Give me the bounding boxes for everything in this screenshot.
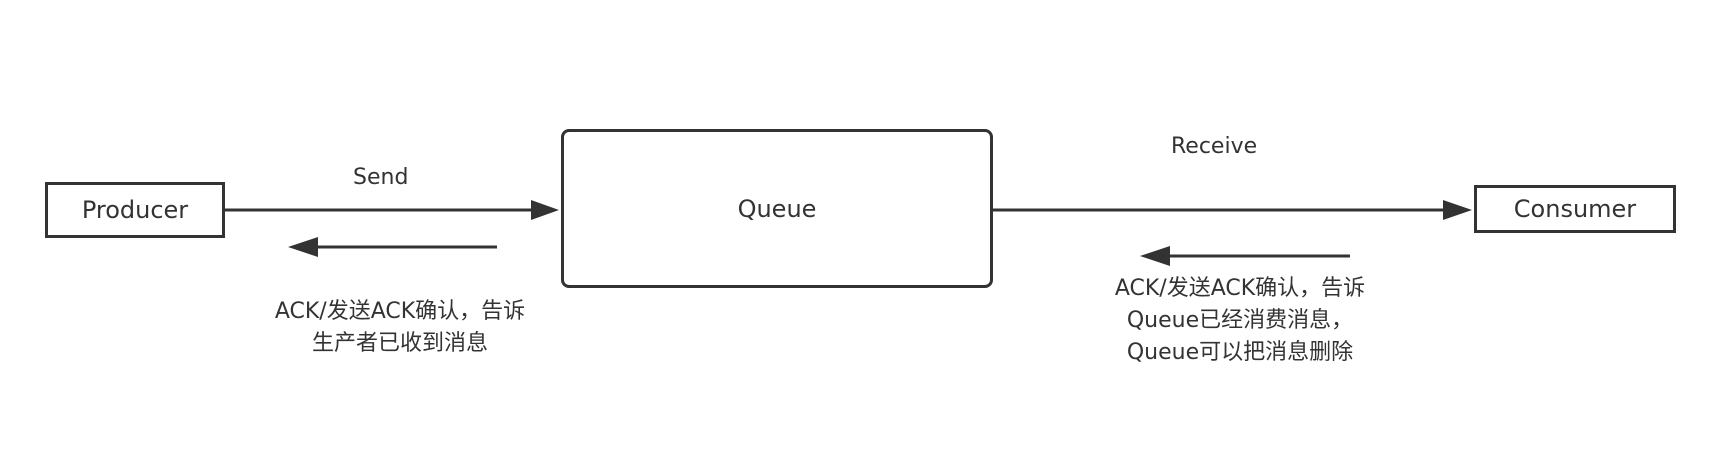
consumer-ack-line: ACK/发送ACK确认，告诉: [1114, 276, 1366, 301]
producer-label: Producer: [81, 196, 189, 224]
consumer-ack-arrowhead: [1140, 246, 1170, 266]
queue-node: Queue: [561, 129, 993, 288]
send-edge-label: Send: [353, 165, 409, 190]
receive-edge-label: Receive: [1171, 134, 1258, 159]
send-arrowhead: [531, 200, 559, 220]
consumer-ack-line: Queue已经消费消息，: [1126, 308, 1354, 333]
receive-arrowhead: [1443, 200, 1472, 220]
producer-ack-line: 生产者已收到消息: [311, 331, 488, 356]
consumer-ack-note: ACK/发送ACK确认，告诉 Queue已经消费消息， Queue可以把消息删除: [1070, 273, 1410, 369]
consumer-label: Consumer: [1513, 195, 1637, 223]
producer-ack-arrowhead: [288, 237, 318, 257]
queue-label: Queue: [737, 194, 817, 223]
consumer-node: Consumer: [1474, 185, 1676, 233]
producer-ack-line: ACK/发送ACK确认，告诉: [274, 299, 526, 324]
consumer-ack-line: Queue可以把消息删除: [1126, 340, 1354, 365]
producer-node: Producer: [45, 182, 225, 238]
producer-ack-note: ACK/发送ACK确认，告诉 生产者已收到消息: [240, 296, 560, 360]
